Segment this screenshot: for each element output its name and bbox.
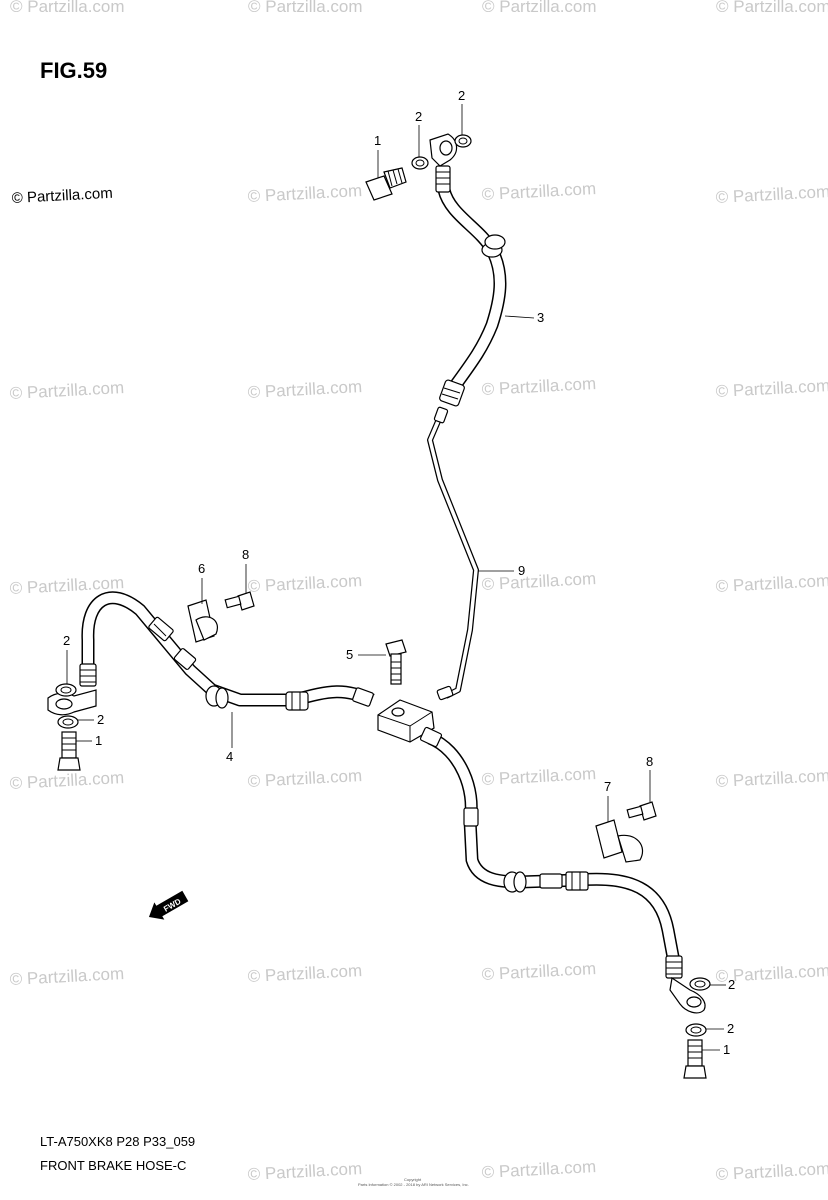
brake-hose-left <box>47 591 375 716</box>
gasket-washer <box>685 1023 707 1037</box>
callout-2: 2 <box>458 88 465 103</box>
hose-bracket-right <box>595 819 644 863</box>
callout-8: 8 <box>242 547 249 562</box>
watermark: © Partzilla.com <box>248 0 363 16</box>
brake-hose-upper <box>429 133 507 407</box>
fine-print: Copyright <box>404 1177 422 1182</box>
callout-5: 5 <box>346 647 353 662</box>
callout-3: 3 <box>537 310 544 325</box>
union-bolt-top <box>365 167 407 201</box>
callout-2: 2 <box>728 977 735 992</box>
watermark: © Partzilla.com <box>715 1159 828 1184</box>
watermark: © Partzilla.com <box>481 1157 596 1182</box>
watermark: © Partzilla.com <box>9 964 124 989</box>
fwd-arrow-icon: FWD <box>148 890 189 920</box>
figure-title: FIG.59 <box>40 58 107 83</box>
watermark: © Partzilla.com <box>715 182 828 207</box>
watermark: © Partzilla.com <box>482 0 597 16</box>
model-code: LT-A750XK8 P28 P33_059 <box>40 1134 195 1149</box>
joint-bolt <box>385 639 407 685</box>
callout-1: 1 <box>95 733 102 748</box>
callout-1: 1 <box>374 133 381 148</box>
bracket-bolt-right <box>626 801 657 821</box>
callout-1: 1 <box>723 1042 730 1057</box>
union-bolt-left <box>57 731 81 771</box>
union-bolt-right <box>683 1039 707 1079</box>
watermark: © Partzilla.com <box>481 764 596 789</box>
watermark: © Partzilla.com <box>247 1159 362 1184</box>
brake-pipe <box>427 406 479 701</box>
watermark: © Partzilla.com <box>481 959 596 984</box>
brake-hose-right <box>419 726 706 1014</box>
bracket-bolt-left <box>224 591 255 611</box>
watermark: © Partzilla.com <box>716 0 828 16</box>
callouts: 1 2 2 3 9 6 8 5 2 2 1 4 7 8 2 2 1 <box>63 88 735 1057</box>
gasket-washer <box>55 683 77 697</box>
watermark: © Partzilla.com <box>481 374 596 399</box>
gasket-washer <box>454 134 472 148</box>
callout-8: 8 <box>646 754 653 769</box>
watermark: © Partzilla.com <box>247 377 362 402</box>
callout-6: 6 <box>198 561 205 576</box>
fine-print: Parts Information © 2002 - 2018 by ARI N… <box>358 1182 469 1187</box>
watermark: © Partzilla.com <box>9 768 124 793</box>
watermark: © Partzilla.com <box>715 376 828 401</box>
callout-9: 9 <box>518 563 525 578</box>
callout-2: 2 <box>97 712 104 727</box>
hose-bracket-left <box>187 599 218 643</box>
callout-2: 2 <box>63 633 70 648</box>
watermark: © Partzilla.com <box>10 0 125 16</box>
callout-4: 4 <box>226 749 233 764</box>
watermark: © Partzilla.com <box>247 571 362 596</box>
callout-2: 2 <box>415 109 422 124</box>
gasket-washer <box>689 977 711 991</box>
gasket-washer <box>57 715 79 729</box>
watermark: © Partzilla.com <box>9 378 124 403</box>
gasket-washer <box>411 156 429 170</box>
watermark: © Partzilla.com <box>481 569 596 594</box>
watermark: © Partzilla.com <box>715 766 828 791</box>
watermark: © Partzilla.com <box>715 571 828 596</box>
diagram-caption: FRONT BRAKE HOSE-C <box>40 1158 186 1173</box>
watermark: © Partzilla.com <box>247 961 362 986</box>
copyright-label: © Partzilla.com <box>11 185 113 207</box>
watermark: © Partzilla.com <box>247 181 362 206</box>
three-way-joint <box>377 699 435 743</box>
callout-2: 2 <box>727 1021 734 1036</box>
callout-7: 7 <box>604 779 611 794</box>
watermark: © Partzilla.com <box>247 766 362 791</box>
watermark: © Partzilla.com <box>481 179 596 204</box>
